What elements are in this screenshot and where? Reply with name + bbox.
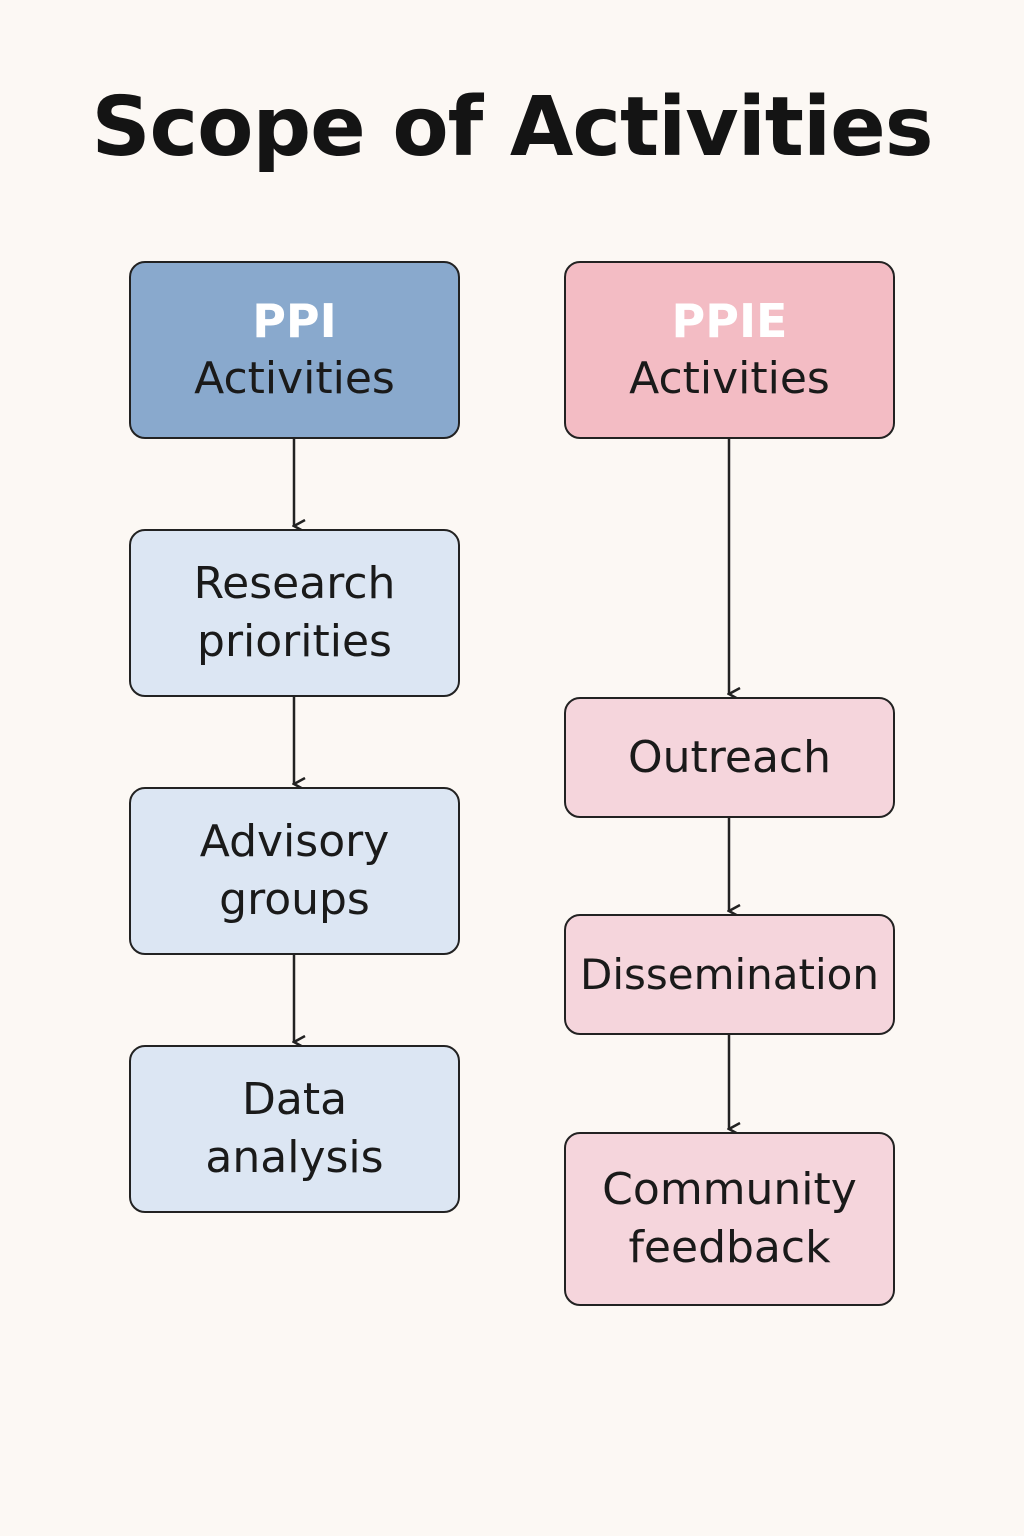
community-feedback-label-2: feedback (628, 1222, 831, 1273)
ppi-header-label: PPI (252, 294, 337, 348)
community-feedback-label-1: Community (602, 1164, 857, 1215)
data-analysis-label-2: analysis (205, 1132, 384, 1183)
research-priorities-box: Research priorities (129, 529, 460, 697)
dissemination-box: Dissemination (564, 914, 895, 1035)
outreach-box: Outreach (564, 697, 895, 818)
data-analysis-box: Data analysis (129, 1045, 460, 1213)
ppie-activities-box: PPIE Activities (564, 261, 895, 439)
data-analysis-label-1: Data (241, 1074, 348, 1125)
ppi-header-sublabel: Activities (194, 353, 395, 404)
dissemination-label: Dissemination (579, 949, 879, 999)
outreach-label: Outreach (627, 731, 831, 783)
advisory-groups-label-1: Advisory (199, 816, 390, 867)
research-priorities-label-1: Research (193, 558, 396, 609)
community-feedback-box: Community feedback (564, 1132, 895, 1306)
diagram-title: Scope of Activities (91, 80, 933, 175)
advisory-groups-box: Advisory groups (129, 787, 460, 955)
ppie-header-sublabel: Activities (629, 353, 830, 404)
research-priorities-label-2: priorities (197, 616, 392, 667)
advisory-groups-label-2: groups (219, 874, 370, 925)
ppi-activities-box: PPI Activities (129, 261, 460, 439)
ppie-header-label: PPIE (671, 294, 788, 348)
